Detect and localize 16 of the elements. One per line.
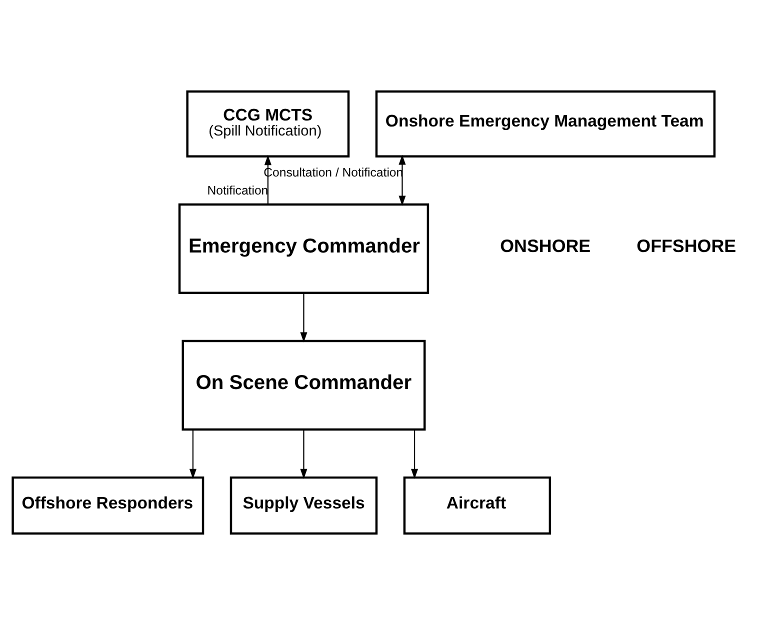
node-box: CCG MCTS (Spill Notification): [186, 90, 350, 157]
arrow: [411, 429, 418, 478]
node-box: Aircraft: [403, 476, 552, 534]
node-box: Supply Vessels: [230, 476, 378, 534]
node-box: Emergency Commander: [178, 202, 430, 294]
label: ONSHORE: [500, 235, 591, 256]
label: OFFSHORE: [636, 235, 736, 256]
node-box: On Scene Commander: [182, 339, 426, 430]
arrow: [300, 429, 308, 478]
arrow: [189, 429, 196, 478]
arrow: [398, 154, 406, 206]
arrow: [264, 154, 272, 204]
node-box: Onshore Emergency Management Team: [375, 90, 716, 157]
node-box: Offshore Responders: [12, 476, 204, 534]
edge-label: Notification: [207, 182, 268, 197]
arrow: [300, 292, 308, 342]
